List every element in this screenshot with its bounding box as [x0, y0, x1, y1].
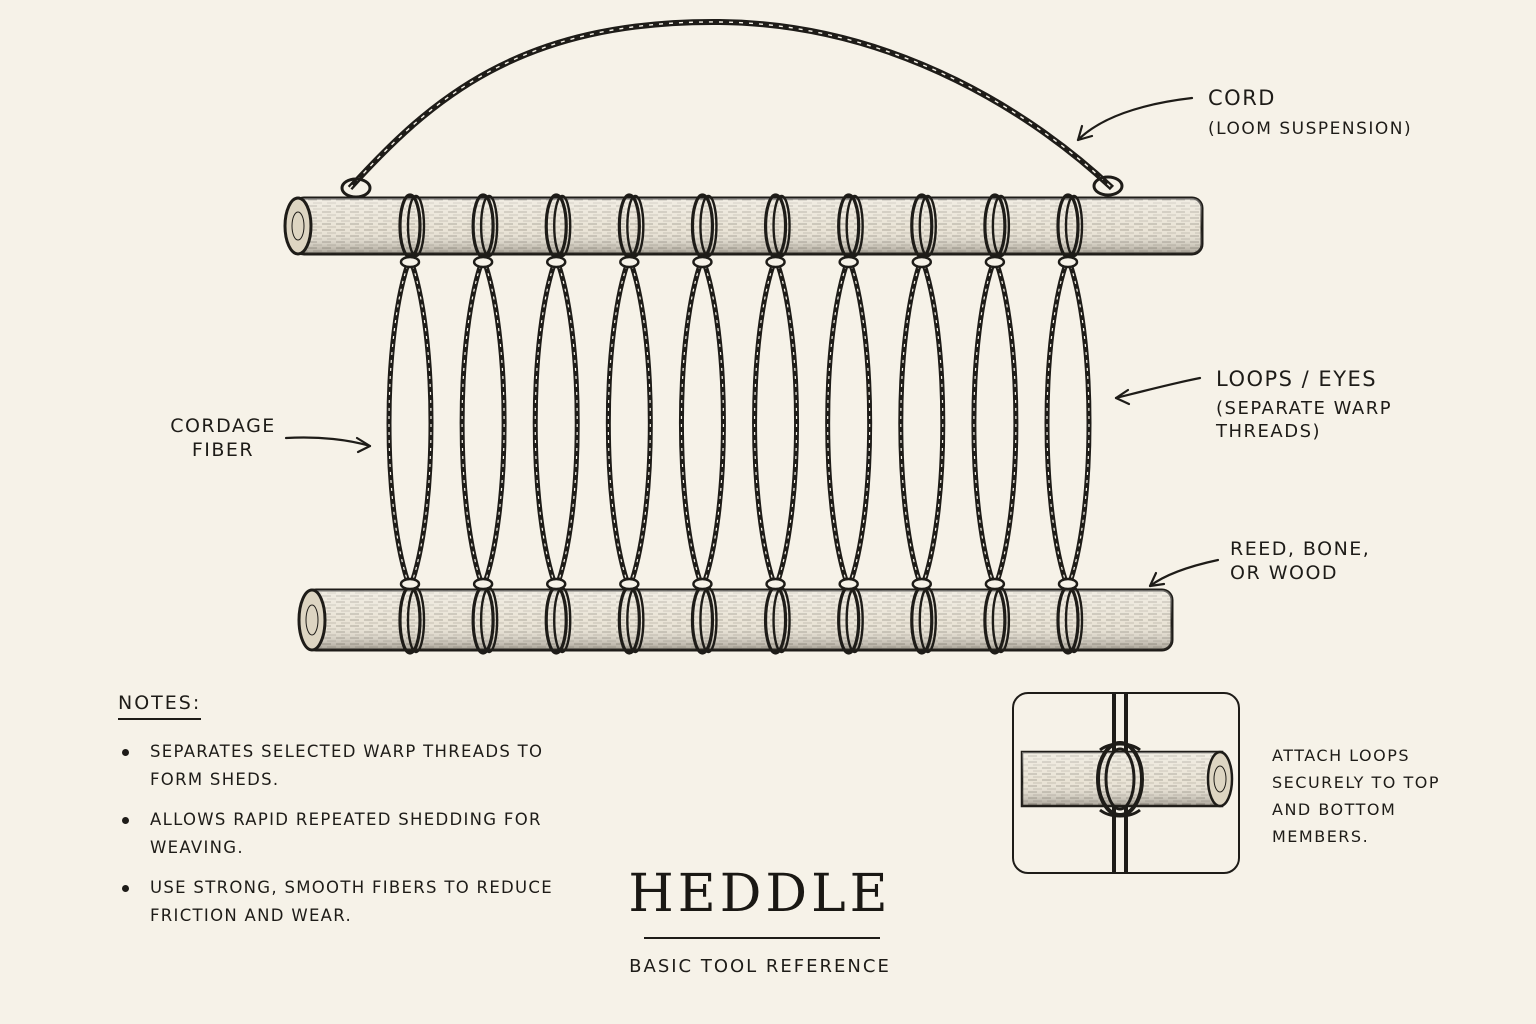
- top-knot: [545, 255, 567, 269]
- top-knot: [765, 255, 786, 269]
- title-divider: [644, 937, 880, 939]
- heddle-loop: [752, 257, 799, 589]
- bottom-knot: [984, 577, 1006, 591]
- heddle-loop: [1044, 257, 1092, 589]
- detail-caption: ATTACH LOOPS SECURELY TO TOP AND BOTTOM …: [1272, 746, 1440, 846]
- top-lashing: [479, 194, 499, 258]
- top-knot: [838, 255, 859, 269]
- cord-label: CORD (LOOM SUSPENSION): [1208, 85, 1412, 141]
- top-lashing: [626, 194, 645, 258]
- top-knot: [619, 255, 640, 269]
- notes-list: SEPARATES SELECTED WARP THREADS TO FORM …: [118, 738, 578, 930]
- top-lashing: [406, 194, 426, 258]
- top-knot: [911, 255, 933, 269]
- attachment-detail-inset: [1012, 692, 1240, 874]
- heddle-loop: [459, 257, 507, 589]
- top-knot: [984, 255, 1006, 269]
- leader-arrows: [284, 96, 1220, 588]
- heddle-loop-twist: [1046, 257, 1090, 589]
- knot-detail-illustration: [1020, 694, 1234, 872]
- top-rod: [283, 196, 1204, 256]
- cord-label-sub: (LOOM SUSPENSION): [1208, 119, 1413, 140]
- heddle-loop: [971, 257, 1019, 589]
- top-knot: [472, 255, 494, 269]
- notes-title: NOTES:: [118, 692, 202, 720]
- notes-list-item: USE STRONG, SMOOTH FIBERS TO REDUCE FRIC…: [118, 874, 578, 930]
- top-knot: [1057, 255, 1079, 269]
- notes-list-item: ALLOWS RAPID REPEATED SHEDDING FOR WEAVI…: [118, 806, 578, 862]
- bottom-knot: [765, 577, 786, 591]
- top-lashing: [845, 194, 864, 258]
- bottom-knot: [1057, 577, 1079, 591]
- notes-list-item: SEPARATES SELECTED WARP THREADS TO FORM …: [118, 738, 578, 794]
- top-knot: [692, 255, 713, 269]
- top-lashing: [1064, 194, 1084, 258]
- notes-section: NOTES: SEPARATES SELECTED WARP THREADS T…: [118, 692, 578, 942]
- heddle-loop-twist: [973, 257, 1017, 589]
- page-title: HEDDLE: [628, 864, 892, 924]
- reed-label: REED, BONE, OR WOOD: [1230, 538, 1371, 584]
- cord-label-title: CORD: [1208, 86, 1276, 110]
- top-lashing: [991, 194, 1011, 258]
- heddle-loop: [532, 257, 580, 589]
- heddle-loop-twist: [461, 257, 505, 589]
- bottom-rod: [297, 588, 1174, 652]
- loops-label: LOOPS / EYES (SEPARATE WARP THREADS): [1216, 366, 1406, 443]
- top-knot: [399, 255, 421, 269]
- top-lashing: [553, 194, 572, 258]
- heddle-loop: [605, 257, 653, 589]
- heddle-loop-twist: [680, 257, 724, 589]
- heddle-loop-twist: [900, 257, 944, 589]
- heddle-loop-twist: [607, 257, 651, 589]
- heddle-loop-twist: [534, 257, 578, 589]
- suspension-cord: [340, 18, 1124, 199]
- bottom-knot: [399, 577, 421, 591]
- bottom-knot: [472, 577, 494, 591]
- loops-label-sub: (SEPARATE WARP THREADS): [1216, 398, 1393, 442]
- cordage-label: CORDAGE FIBER: [170, 415, 276, 461]
- page-subtitle: BASIC TOOL REFERENCE: [629, 956, 891, 977]
- top-lashing: [772, 194, 791, 258]
- loops-label-title: LOOPS / EYES: [1216, 367, 1378, 391]
- heddle-loop: [679, 257, 726, 589]
- bottom-knot: [545, 577, 567, 591]
- bottom-knot: [838, 577, 859, 591]
- heddle-loop-twist: [827, 257, 871, 589]
- heddle-loop-twist: [754, 257, 798, 589]
- heddle-loop: [386, 257, 434, 589]
- heddle-loops: [386, 193, 1092, 655]
- heddle-loop: [898, 257, 946, 589]
- bottom-knot: [911, 577, 933, 591]
- top-lashing: [699, 194, 718, 258]
- top-lashing: [918, 194, 937, 258]
- bottom-knot: [619, 577, 640, 591]
- heddle-loop: [825, 257, 873, 589]
- bottom-knot: [692, 577, 713, 591]
- heddle-loop-twist: [388, 257, 432, 589]
